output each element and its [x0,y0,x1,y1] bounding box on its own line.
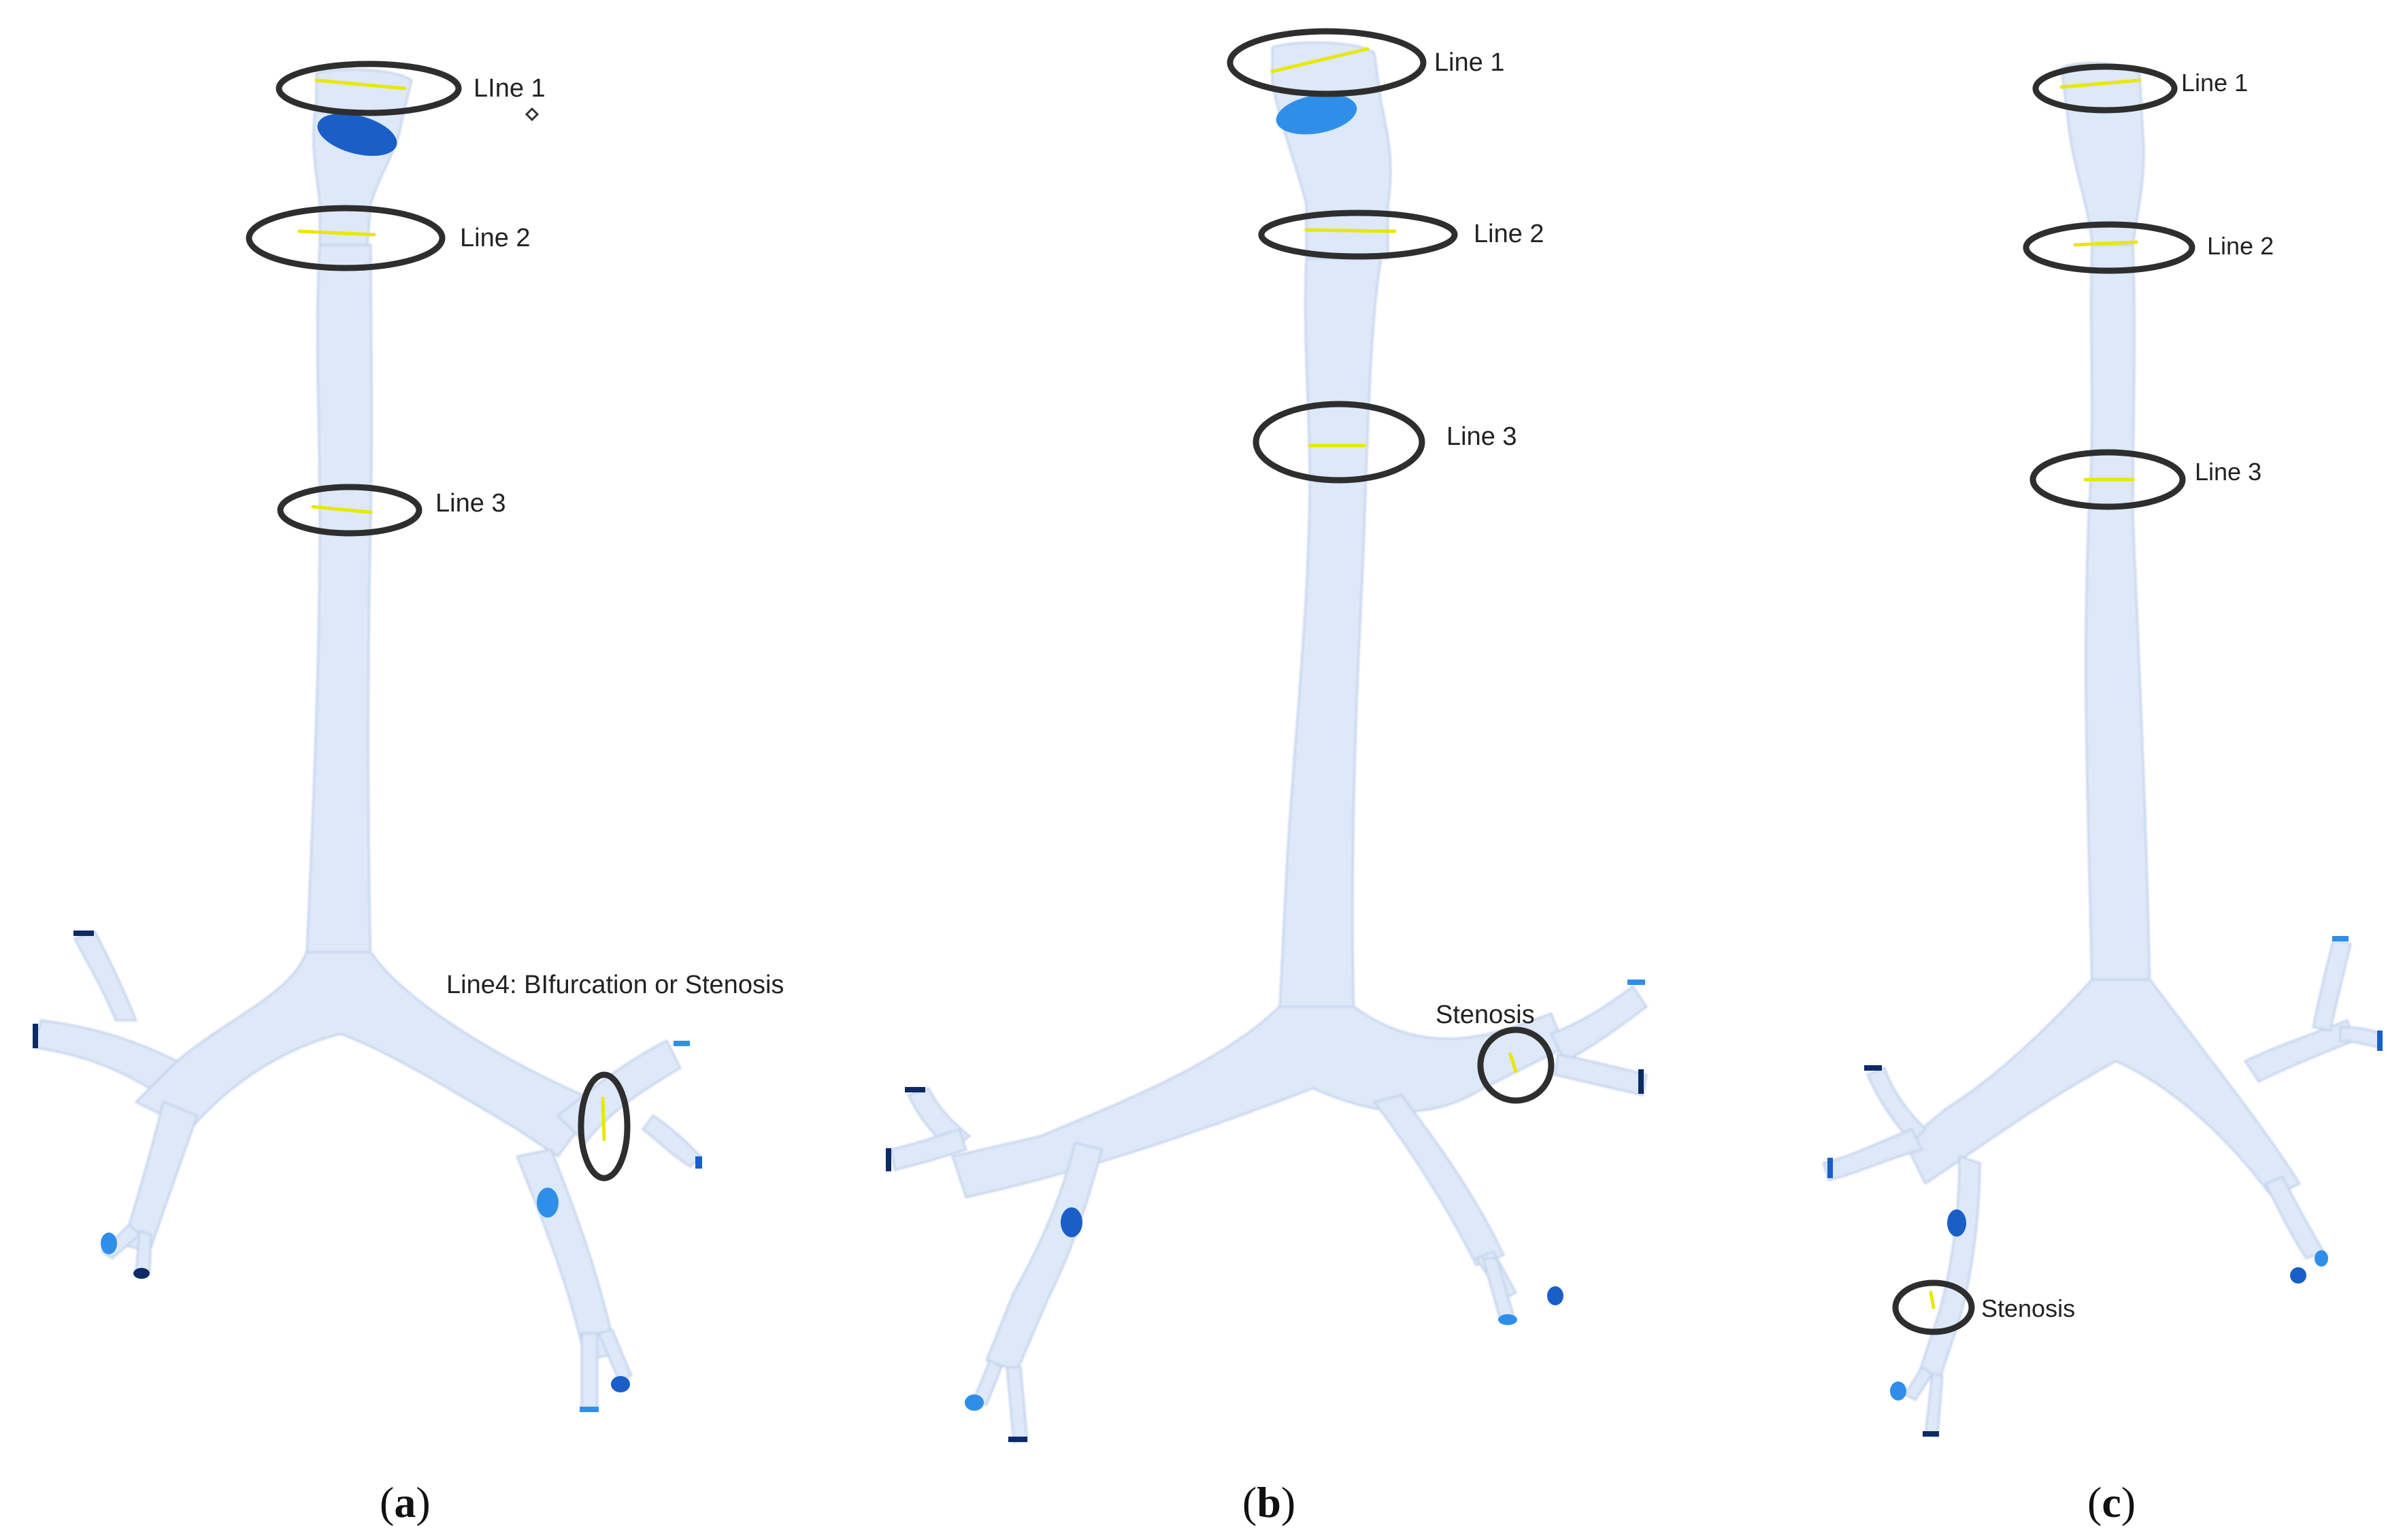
outlet-icon [1638,1069,1644,1094]
measurement-line-2 [1304,228,1397,233]
measurement-line-2 [2073,240,2138,247]
ring-line-1 [1227,28,1427,97]
caption-a: (a) [380,1478,431,1526]
ring-stenosis [1477,1026,1555,1104]
ring-line-2 [2023,221,2195,274]
airway-model-b [890,41,1648,1443]
panel-c: Line 1 Line 2 Line 3 Stenosis (c) [1822,62,2383,1526]
outlet-icon [1547,1286,1563,1305]
ring-line-2 [246,205,446,271]
ring-stenosis [1892,1279,1975,1335]
measurement-line-1 [314,78,407,90]
outlet-icon [905,1087,925,1092]
ring-line-3 [2029,449,2186,510]
outlet-icon [317,113,397,156]
outlet-icon [695,1156,702,1169]
small-diamond-icon [525,107,540,122]
label-line-4: Line4: BIfurcation or Stenosis [446,971,784,999]
ring-line-1 [2032,63,2178,114]
label-line-2: Line 2 [1474,220,1544,248]
measurement-line-1 [1270,47,1370,73]
measurement-line-1 [2059,78,2142,89]
outlet-icon [1627,980,1645,985]
ring-line-2 [1258,210,1458,260]
label-line-1: LIne 1 [474,74,546,103]
measurement-line-stenosis [1929,1290,1936,1309]
outlet-icon [73,931,94,936]
outlet-icon [1276,94,1357,135]
measurement-line-2 [297,229,376,237]
outlet-icon [674,1041,690,1046]
outlet-icon [1008,1437,1027,1442]
label-stenosis: Stenosis [1436,1001,1535,1029]
label-line-2: Line 2 [460,224,531,252]
label-line-3: Line 3 [435,489,506,518]
outlet-icon [611,1376,630,1392]
ring-line-3 [1253,401,1425,484]
outlet-icon [1947,1209,1966,1237]
label-line-1: Line 1 [2181,69,2248,97]
outlet-icon [580,1407,599,1412]
outlet-icon [133,1268,150,1279]
outlet-icon [33,1024,38,1048]
outlet-icon [1061,1207,1082,1237]
panel-b: Line 1 Line 2 Line 3 Stenosis (b) [886,28,1648,1526]
caption-c: (c) [2087,1478,2136,1526]
outlet-icon [1923,1431,1939,1437]
ring-line-1 [276,61,462,116]
measurement-line-3 [311,505,373,514]
outlet-icon [2377,1031,2383,1051]
label-line-3: Line 3 [2195,458,2261,486]
outlet-icon [1864,1065,1882,1071]
outlet-icon [2332,936,2349,941]
ring-line-3 [277,484,422,537]
outlet-icon [1890,1382,1906,1401]
caption-b: (b) [1242,1478,1295,1526]
label-line-3: Line 3 [1446,422,1517,451]
label-line-2: Line 2 [2207,232,2274,260]
outlet-icon [2290,1267,2306,1284]
panel-a: LIne 1 Line 2 Line 3 Line4: BIfurcation … [33,61,784,1526]
label-line-1: Line 1 [1434,48,1505,77]
outlet-icon [965,1394,984,1411]
ring-line-4 [578,1071,631,1182]
outlet-icon [1498,1314,1517,1325]
outlet-icon [886,1148,891,1171]
measurement-line-4 [601,1097,606,1141]
measurement-line-stenosis [1508,1052,1518,1073]
outlet-icon [1827,1158,1833,1178]
label-stenosis: Stenosis [1981,1294,2075,1322]
outlet-icon [537,1188,559,1218]
outlet-icon [2315,1250,2328,1267]
outlet-icon [101,1233,117,1254]
